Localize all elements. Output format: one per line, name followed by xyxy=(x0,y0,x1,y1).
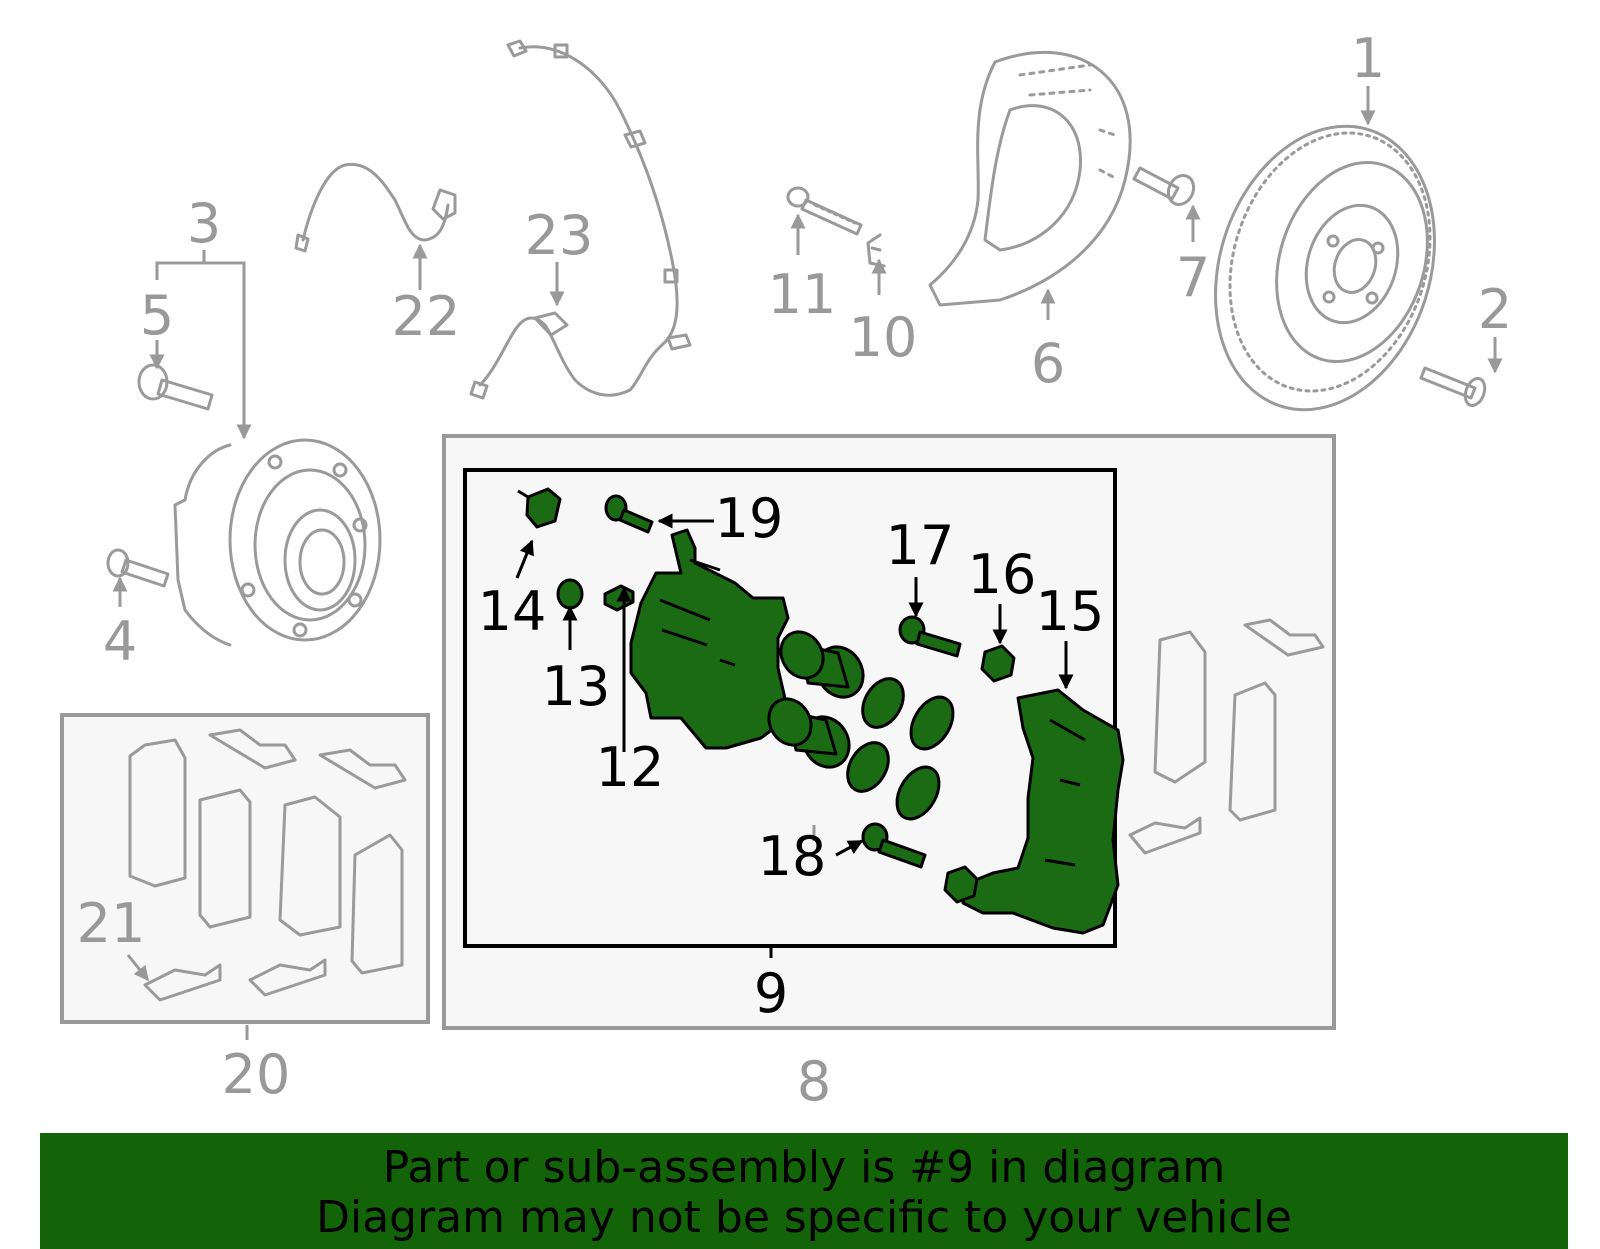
callout-23: 23 xyxy=(525,204,594,267)
nut-18b-part xyxy=(943,865,979,904)
hub-bolt-5-part xyxy=(137,363,214,411)
bleeder-19-part xyxy=(604,494,654,534)
callout-3: 3 xyxy=(187,192,221,255)
abs-wire-23-part xyxy=(469,39,692,400)
callout-11: 11 xyxy=(768,263,837,326)
callout-5: 5 xyxy=(140,284,174,347)
callout-7: 7 xyxy=(1176,246,1210,309)
fitting-14-part xyxy=(525,487,562,529)
callout-18: 18 xyxy=(758,825,827,888)
callout-16: 16 xyxy=(968,543,1037,606)
rotor-screw-part xyxy=(1419,366,1487,408)
caliper-bracket-part xyxy=(961,688,1125,935)
bolt-11-part xyxy=(786,186,863,236)
callout-12: 12 xyxy=(596,736,665,799)
callout-21: 21 xyxy=(77,892,146,955)
guide-pin-18-part xyxy=(861,822,927,869)
callout-20: 20 xyxy=(222,1043,291,1106)
info-banner: Part or sub-assembly is #9 in diagram Di… xyxy=(40,1133,1568,1249)
callout-1: 1 xyxy=(1351,27,1385,90)
callout-13: 13 xyxy=(542,655,611,718)
nut-16-part xyxy=(980,644,1016,683)
callout-15: 15 xyxy=(1036,580,1105,643)
pads-8-part xyxy=(1128,618,1325,855)
callout-2: 2 xyxy=(1478,278,1512,341)
cap-13-part xyxy=(556,578,584,610)
brake-rotor-part xyxy=(1214,124,1436,412)
hub-bolt-4-part xyxy=(106,548,170,588)
seal-ring-part xyxy=(861,677,905,729)
callout-8: 8 xyxy=(797,1050,831,1113)
leader-lines xyxy=(112,86,1503,1040)
piston-upper-part xyxy=(779,630,865,699)
piston-lower-part xyxy=(767,697,851,769)
callout-4: 4 xyxy=(103,610,137,673)
dust-shield-part xyxy=(928,51,1132,307)
banner-line-2: Diagram may not be specific to your vehi… xyxy=(316,1192,1292,1243)
caliper-assembly-9 xyxy=(517,487,1125,935)
callout-6: 6 xyxy=(1031,332,1065,395)
callout-19: 19 xyxy=(715,487,784,550)
pad-kit-20-part xyxy=(128,728,407,1002)
sensor-wire-22-part xyxy=(294,162,457,253)
shield-bolt-part xyxy=(1132,166,1196,207)
callout-9: 9 xyxy=(754,962,788,1025)
wheel-hub-part xyxy=(173,438,382,647)
callout-17: 17 xyxy=(886,514,955,577)
callout-10: 10 xyxy=(849,306,918,369)
banner-line-1: Part or sub-assembly is #9 in diagram xyxy=(382,1142,1226,1193)
clip-part xyxy=(866,233,886,268)
group-box-20 xyxy=(60,713,430,1024)
callout-labels: 1 2 3 4 5 6 7 8 9 10 11 12 13 14 15 16 1… xyxy=(77,27,1513,1113)
callout-14: 14 xyxy=(478,580,547,643)
callout-22: 22 xyxy=(392,285,461,348)
